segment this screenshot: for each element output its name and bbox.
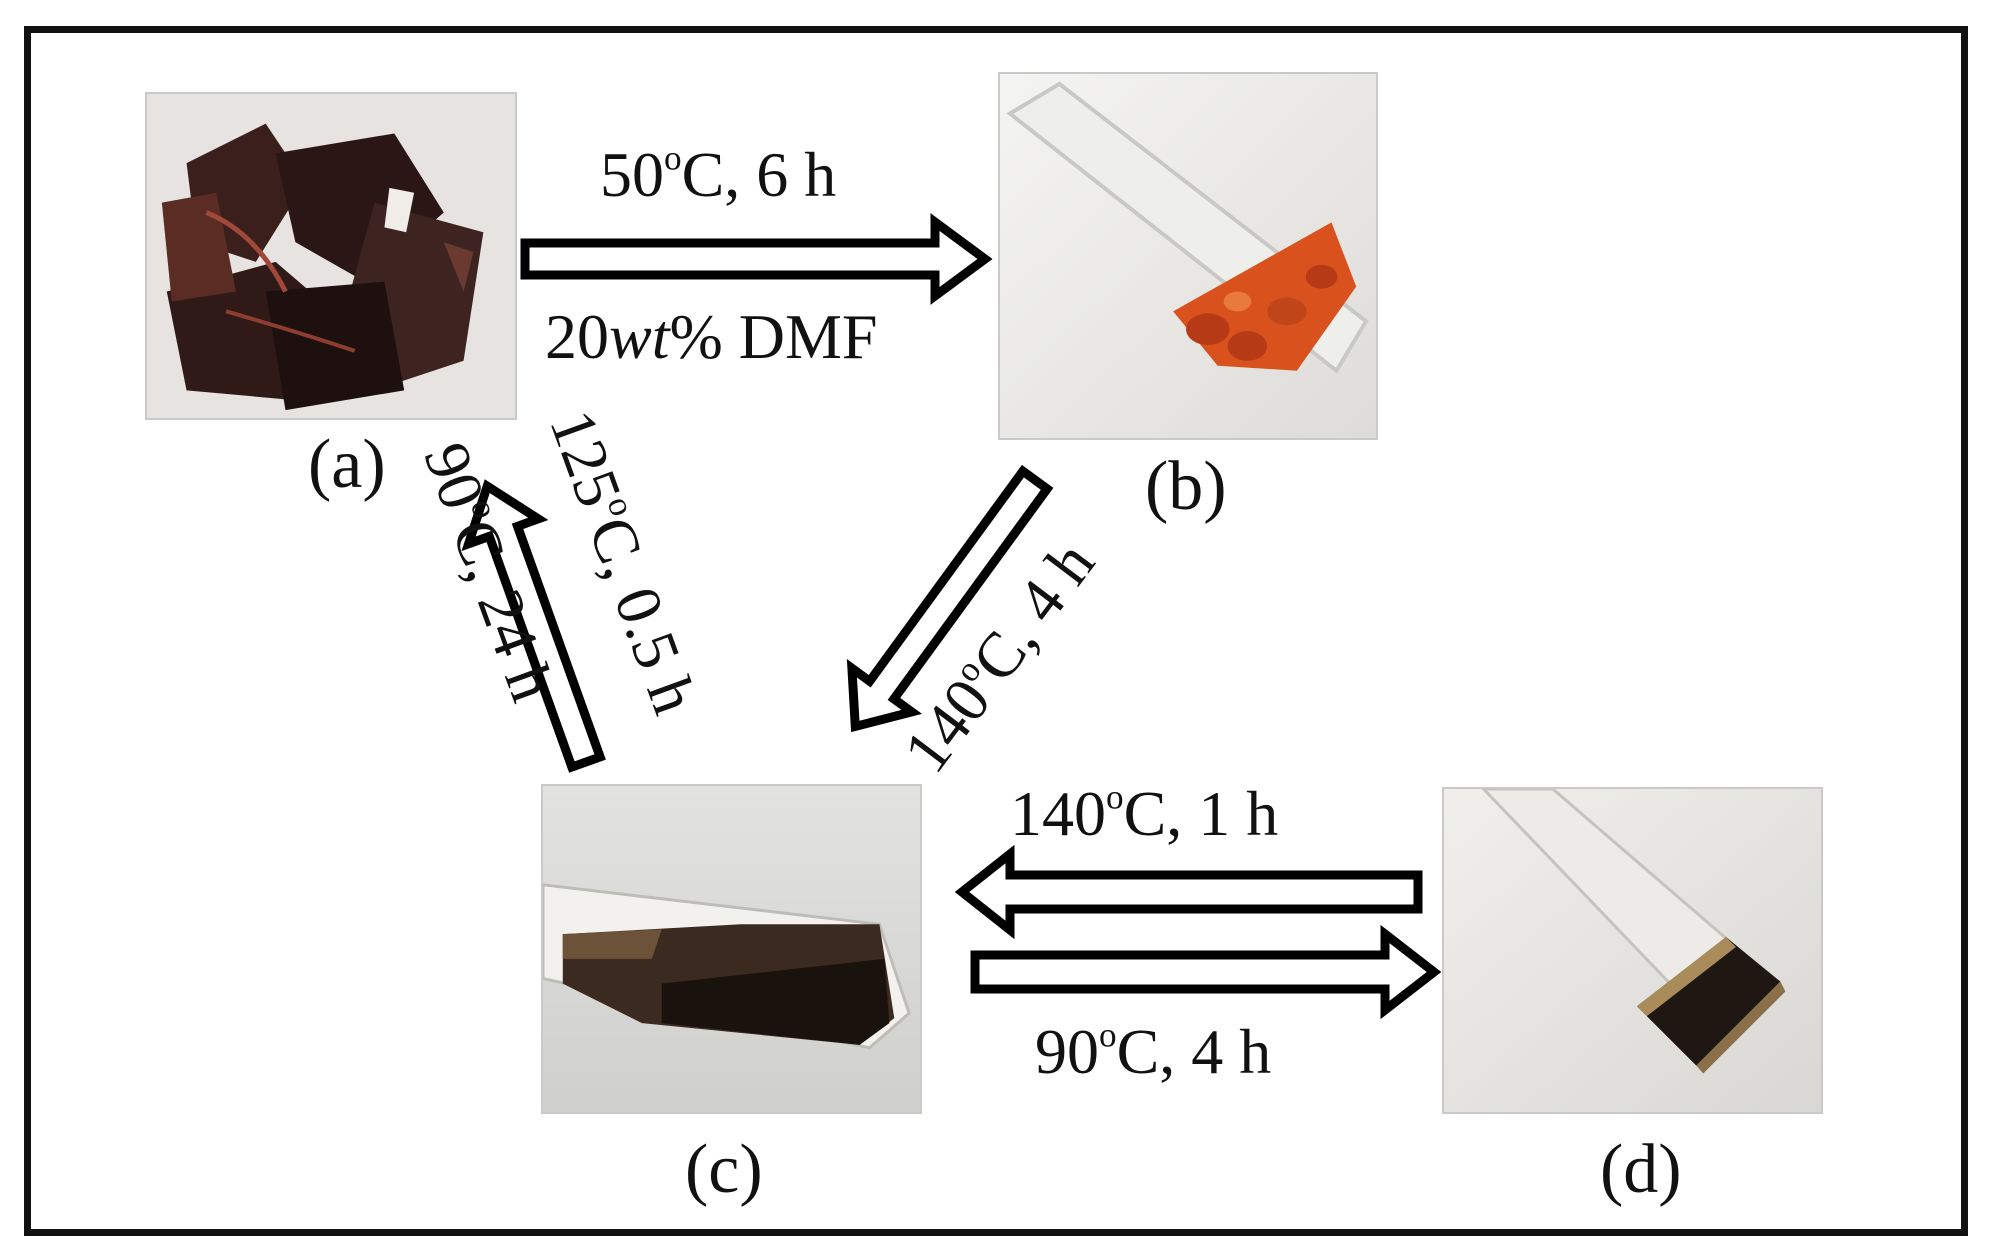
condition-d-to-c: 140oC, 1 h xyxy=(1010,777,1279,849)
condition-a-to-b-bottom: 20wt% DMF xyxy=(545,301,878,372)
panel-label-a: (a) xyxy=(308,426,386,503)
condition-a-to-b-top: 50oC, 6 h xyxy=(600,138,837,210)
photo-c-tube-dark xyxy=(541,784,922,1114)
panel-label-d: (d) xyxy=(1600,1131,1682,1208)
condition-c-to-d: 90oC, 4 h xyxy=(1035,1015,1272,1087)
photo-d-tube-solid xyxy=(1442,787,1823,1114)
photo-b-tube-orange xyxy=(998,72,1378,440)
panel-label-c: (c) xyxy=(685,1131,763,1208)
photo-a-film-pieces xyxy=(145,92,517,420)
panel-label-b: (b) xyxy=(1145,448,1227,525)
